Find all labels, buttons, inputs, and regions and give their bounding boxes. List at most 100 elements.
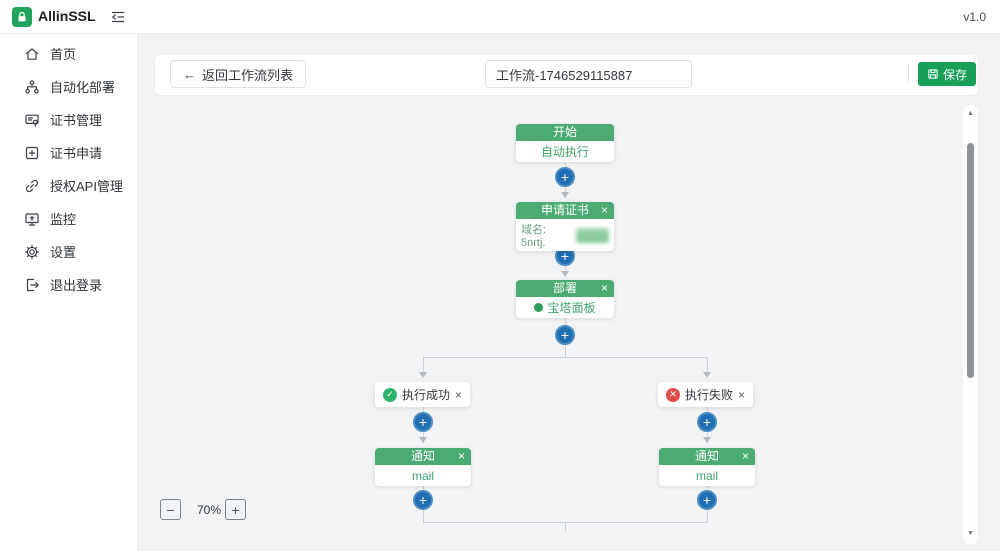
back-to-workflow-list-button[interactable]: ← 返回工作流列表 <box>170 60 307 88</box>
save-icon <box>927 68 939 80</box>
close-icon[interactable]: × <box>457 449 465 463</box>
sidebar-collapse-icon[interactable] <box>110 9 126 25</box>
apply-cert-node[interactable]: 申请证书 × 域名: 5nrtj. <box>516 202 614 251</box>
notify-node-fail[interactable]: 通知 × mail <box>659 448 755 486</box>
apply-cert-node-body: 域名: 5nrtj. <box>516 219 614 251</box>
brand-name: AllinSSL <box>38 8 96 24</box>
sidebar-item-label: 监控 <box>50 212 77 227</box>
branch-fail-node[interactable]: ✕ 执行失败 × <box>658 382 753 407</box>
scroll-down-icon[interactable]: ▼ <box>967 530 974 537</box>
gear-icon <box>24 244 40 260</box>
toolbar-divider <box>908 64 909 84</box>
monitor-icon <box>24 211 40 227</box>
zoom-level: 70% <box>196 503 222 517</box>
sidebar-item-monitor[interactable]: 监控 <box>0 202 137 235</box>
edge <box>423 357 424 376</box>
edge-arrow <box>561 192 569 198</box>
start-node-body: 自动执行 <box>516 141 614 162</box>
apply-cert-node-header: 申请证书 × <box>516 202 614 219</box>
sidebar-item-label: 证书申请 <box>50 146 103 161</box>
sidebar-item-logout[interactable]: 退出登录 <box>0 268 137 301</box>
edge <box>565 522 566 531</box>
close-icon[interactable]: × <box>737 387 745 402</box>
vertical-scrollbar[interactable]: ▲ ▼ <box>963 105 978 545</box>
add-node-button[interactable]: + <box>555 325 575 345</box>
edge-arrow <box>419 437 427 443</box>
close-icon[interactable]: × <box>454 387 462 402</box>
sidebar: 首页 自动化部署 证书管理 证书申请 授权API管理 <box>0 34 138 551</box>
save-button[interactable]: 保存 <box>918 62 977 86</box>
sidebar-item-label: 设置 <box>50 245 77 260</box>
sidebar-item-label: 证书管理 <box>50 113 103 128</box>
save-button-label: 保存 <box>943 67 968 82</box>
apply-cert-node-title: 申请证书 <box>540 203 589 217</box>
edge-arrow <box>561 271 569 277</box>
sidebar-item-label: 自动化部署 <box>50 80 116 95</box>
plus-square-icon <box>24 145 40 161</box>
start-node-mode: 自动执行 <box>540 145 589 159</box>
start-node-title: 开始 <box>552 125 577 139</box>
add-node-button[interactable]: + <box>413 412 433 432</box>
edge-arrow <box>419 372 427 378</box>
branch-fail-label: 执行失败 <box>684 388 733 402</box>
sidebar-item-api-auth[interactable]: 授权API管理 <box>0 169 137 202</box>
plus-icon: + <box>418 492 428 508</box>
add-node-button[interactable]: + <box>555 167 575 187</box>
plus-icon: + <box>560 327 570 343</box>
close-icon[interactable]: × <box>600 203 608 217</box>
notify-node-body: mail <box>659 465 755 486</box>
sidebar-item-label: 授权API管理 <box>50 179 123 194</box>
check-glyph: ✓ <box>386 389 394 399</box>
redacted-domain <box>576 227 609 243</box>
deploy-provider-label: 宝塔面板 <box>547 301 596 315</box>
top-bar: AllinSSL v1.0 <box>0 0 1000 34</box>
cross-glyph: ✕ <box>669 389 677 399</box>
notify-node-title: 通知 <box>694 449 719 463</box>
scroll-up-icon[interactable]: ▲ <box>967 110 974 117</box>
edge <box>423 357 708 358</box>
sidebar-item-auto-deploy[interactable]: 自动化部署 <box>0 70 137 103</box>
success-check-icon: ✓ <box>383 387 397 402</box>
scrollbar-thumb[interactable] <box>967 143 974 378</box>
add-node-button[interactable]: + <box>697 490 717 510</box>
zoom-in-button[interactable]: + <box>225 499 246 520</box>
logout-icon <box>24 277 40 293</box>
sidebar-item-settings[interactable]: 设置 <box>0 235 137 268</box>
minus-icon: − <box>166 501 175 518</box>
edge <box>707 357 708 376</box>
deploy-node[interactable]: 部署 × 宝塔面板 <box>516 280 614 318</box>
deploy-node-title: 部署 <box>552 281 577 295</box>
start-node-header: 开始 <box>516 124 614 141</box>
domain-label: 域名: 5nrtj. <box>521 224 547 249</box>
notify-channel-label: mail <box>695 468 718 483</box>
notify-node-header: 通知 × <box>659 448 755 465</box>
add-node-button[interactable]: + <box>413 490 433 510</box>
sidebar-item-label: 退出登录 <box>50 278 103 293</box>
zoom-out-button[interactable]: − <box>160 499 181 520</box>
sidebar-item-cert-apply[interactable]: 证书申请 <box>0 136 137 169</box>
brand-logo-icon <box>12 7 32 27</box>
sidebar-item-home[interactable]: 首页 <box>0 37 137 70</box>
plus-icon: + <box>560 248 570 264</box>
plus-icon: + <box>231 501 240 518</box>
automation-icon <box>24 79 40 95</box>
sidebar-item-label: 首页 <box>50 47 77 62</box>
app-version: v1.0 <box>963 10 986 24</box>
start-node[interactable]: 开始 自动执行 <box>516 124 614 162</box>
close-icon[interactable]: × <box>600 281 608 295</box>
sidebar-item-cert-manage[interactable]: 证书管理 <box>0 103 137 136</box>
deploy-node-header: 部署 × <box>516 280 614 297</box>
edge-arrow <box>703 437 711 443</box>
plus-icon: + <box>702 414 712 430</box>
baota-panel-icon <box>534 303 544 312</box>
branch-success-node[interactable]: ✓ 执行成功 × <box>375 382 470 407</box>
plus-icon: + <box>702 492 712 508</box>
notify-node-success[interactable]: 通知 × mail <box>375 448 471 486</box>
workflow-name-input[interactable] <box>485 60 692 88</box>
notify-node-body: mail <box>375 465 471 486</box>
link-icon <box>24 178 40 194</box>
add-node-button[interactable]: + <box>697 412 717 432</box>
back-arrow-icon: ← <box>183 66 196 82</box>
close-icon[interactable]: × <box>741 449 749 463</box>
